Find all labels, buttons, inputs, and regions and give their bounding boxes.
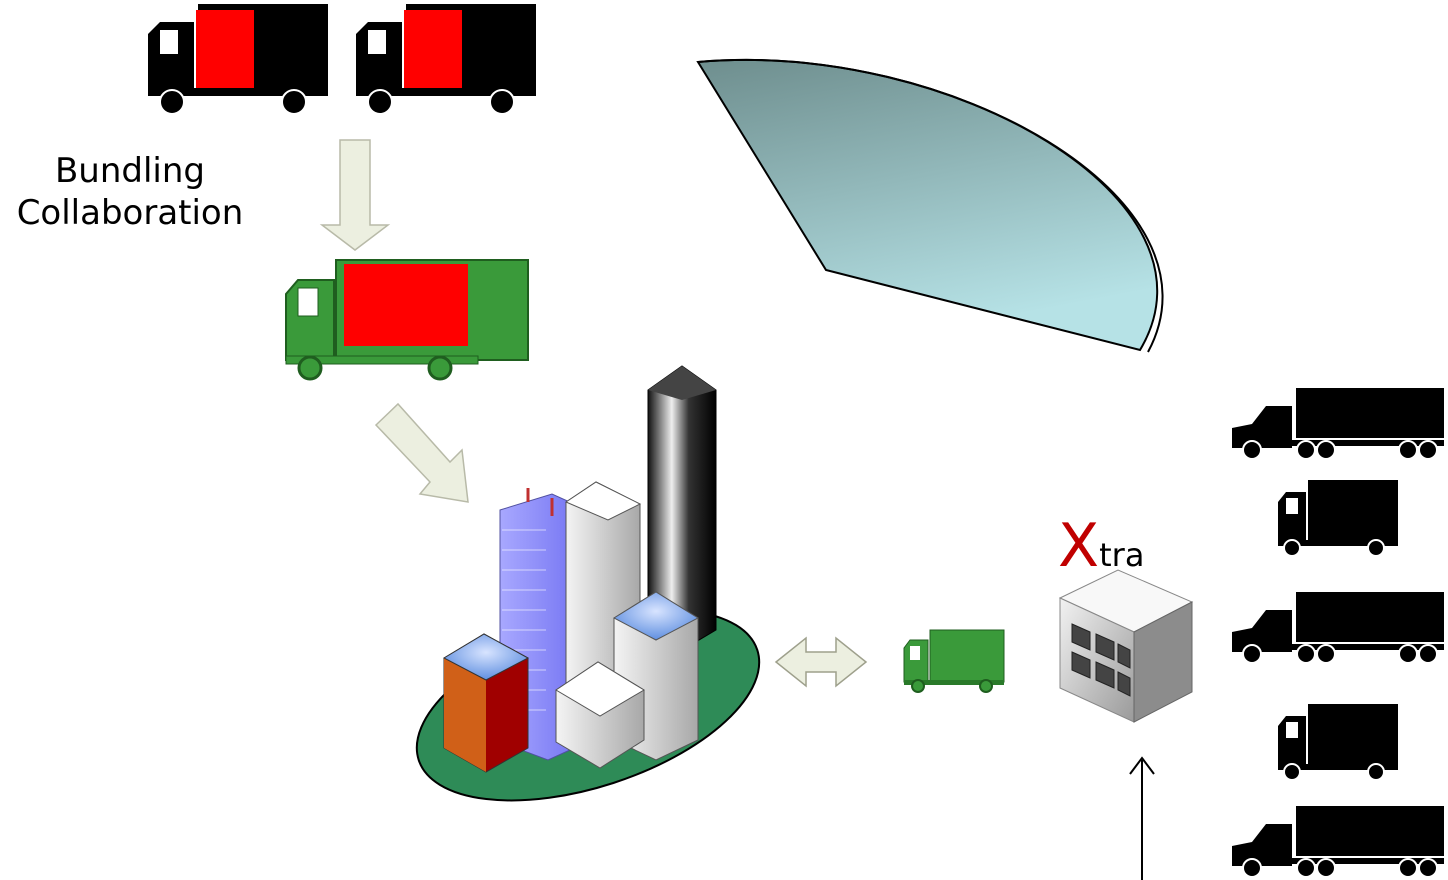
semi-truck-icon bbox=[1232, 592, 1444, 664]
box-truck-icon bbox=[356, 4, 536, 115]
box-truck-icon bbox=[1278, 704, 1398, 781]
xtra-big-letter: X bbox=[1058, 511, 1100, 581]
diagonal-arrow bbox=[374, 402, 469, 503]
double-arrow bbox=[774, 636, 868, 688]
green-box-truck-icon bbox=[285, 259, 529, 381]
up-arrow bbox=[1129, 756, 1155, 880]
office-building-icon bbox=[1058, 569, 1194, 723]
bundling-text: Bundling bbox=[54, 151, 206, 191]
sector-arc-edge bbox=[697, 59, 1164, 353]
down-arrow bbox=[319, 139, 391, 251]
city-skyline-icon bbox=[415, 365, 761, 802]
semi-truck-icon bbox=[1232, 388, 1444, 460]
bundling-collaboration-label: Bundling Collaboration bbox=[0, 150, 260, 234]
box-truck-icon bbox=[1278, 480, 1398, 557]
green-small-truck-icon bbox=[903, 629, 1005, 693]
box-truck-icon bbox=[148, 4, 328, 115]
xtra-label: Xtra bbox=[1058, 516, 1144, 576]
xtra-suffix: tra bbox=[1099, 536, 1145, 574]
collaboration-text: Collaboration bbox=[16, 193, 244, 233]
sector-shape bbox=[696, 59, 1159, 352]
semi-truck-icon bbox=[1232, 806, 1444, 878]
